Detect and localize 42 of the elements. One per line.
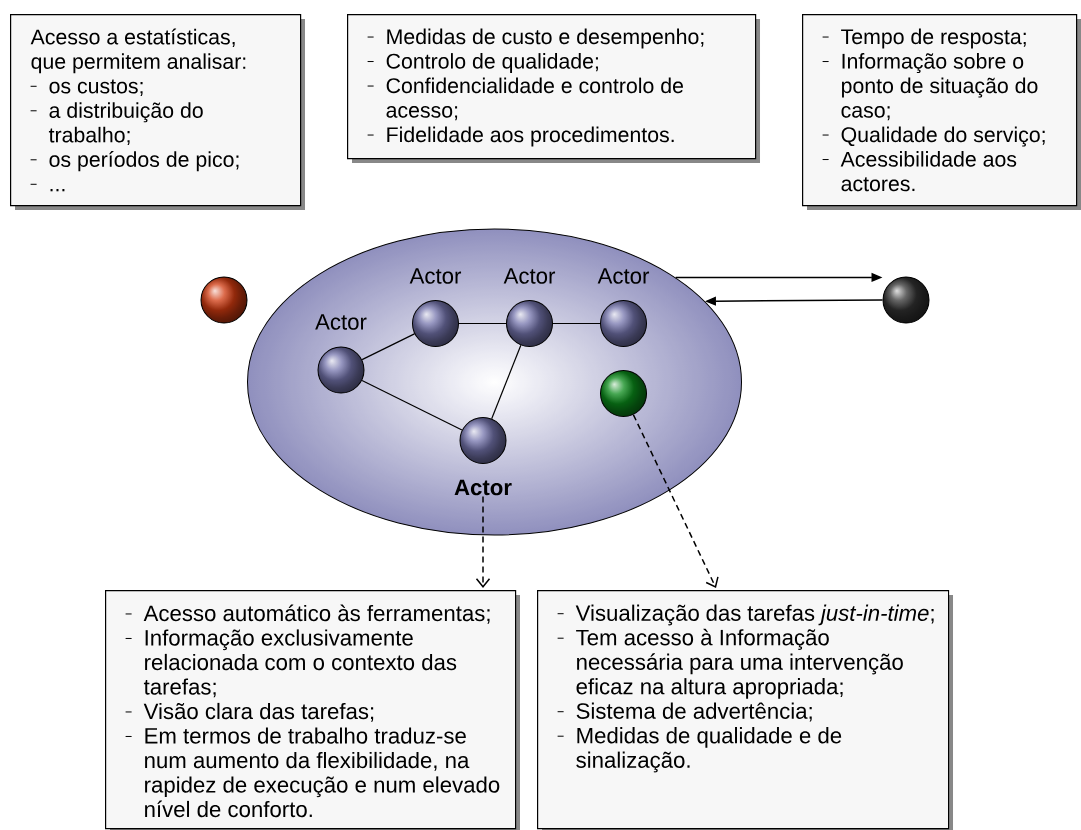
actor-label: Actor <box>503 268 556 284</box>
actor-label: Actor <box>315 314 367 330</box>
list-item: Medidas de qualidade e de sinalização. <box>576 727 842 773</box>
connector-line <box>361 379 463 431</box>
text-box <box>802 14 1081 210</box>
list-item: Controlo de qualidade; <box>386 53 598 73</box>
list-item: Medidas de custo e desempenho; <box>387 28 704 49</box>
list-item: a distribuição do trabalho; <box>48 102 203 145</box>
sphere <box>200 276 248 324</box>
actor-label: Actor <box>597 268 650 284</box>
list-item: ... <box>50 189 65 192</box>
list-item: Visualização das tarefas just-in-time; <box>575 604 934 626</box>
list-item: Tempo de resposta; <box>841 28 1026 49</box>
ellipse <box>247 228 742 536</box>
connector-line <box>458 322 507 325</box>
actor-label: Actor <box>409 268 462 284</box>
list-item: Visão clara das tarefas; <box>143 702 374 722</box>
list-item: os custos; <box>49 79 143 96</box>
list-item: os períodos de pico; <box>49 151 239 172</box>
list-item: Em termos de trabalho traduz-se num aumento da flexibilidade, na rapidez de execução e num elevado nível de conforto. <box>145 727 500 818</box>
text-box <box>105 590 520 830</box>
arrow <box>475 495 491 588</box>
connector-line <box>552 322 601 325</box>
list-item: Acessibilidade aos actores. <box>840 151 1017 192</box>
list-item: Qualidade do serviço; <box>841 126 1045 147</box>
list-item: Confidencialidade e controlo de acesso; <box>386 77 683 121</box>
box-text: Acesso a estatísticas, que permitem analisar: <box>30 28 246 74</box>
list-item: Informação sobre o ponto de situação do caso; <box>841 53 1038 121</box>
connector-line <box>491 344 522 420</box>
connector-line <box>361 333 416 361</box>
list-item: Tem acesso à Informação necessária para uma intervenção eficaz na altura apropriada; <box>576 628 903 699</box>
text-box <box>10 14 305 210</box>
text-box <box>537 590 953 830</box>
actor-label: Actor <box>454 479 512 496</box>
text-box <box>347 14 760 163</box>
list-item: Acesso automático às ferramentas; <box>143 604 490 624</box>
arrow <box>632 414 719 588</box>
sphere <box>882 276 930 324</box>
list-item: Sistema de advertência; <box>576 702 812 722</box>
sphere <box>600 370 647 417</box>
list-item: Informação exclusivamente relacionada com o contexto das tarefas; <box>143 629 457 698</box>
list-item: Fidelidade aos procedimentos. <box>387 126 674 147</box>
